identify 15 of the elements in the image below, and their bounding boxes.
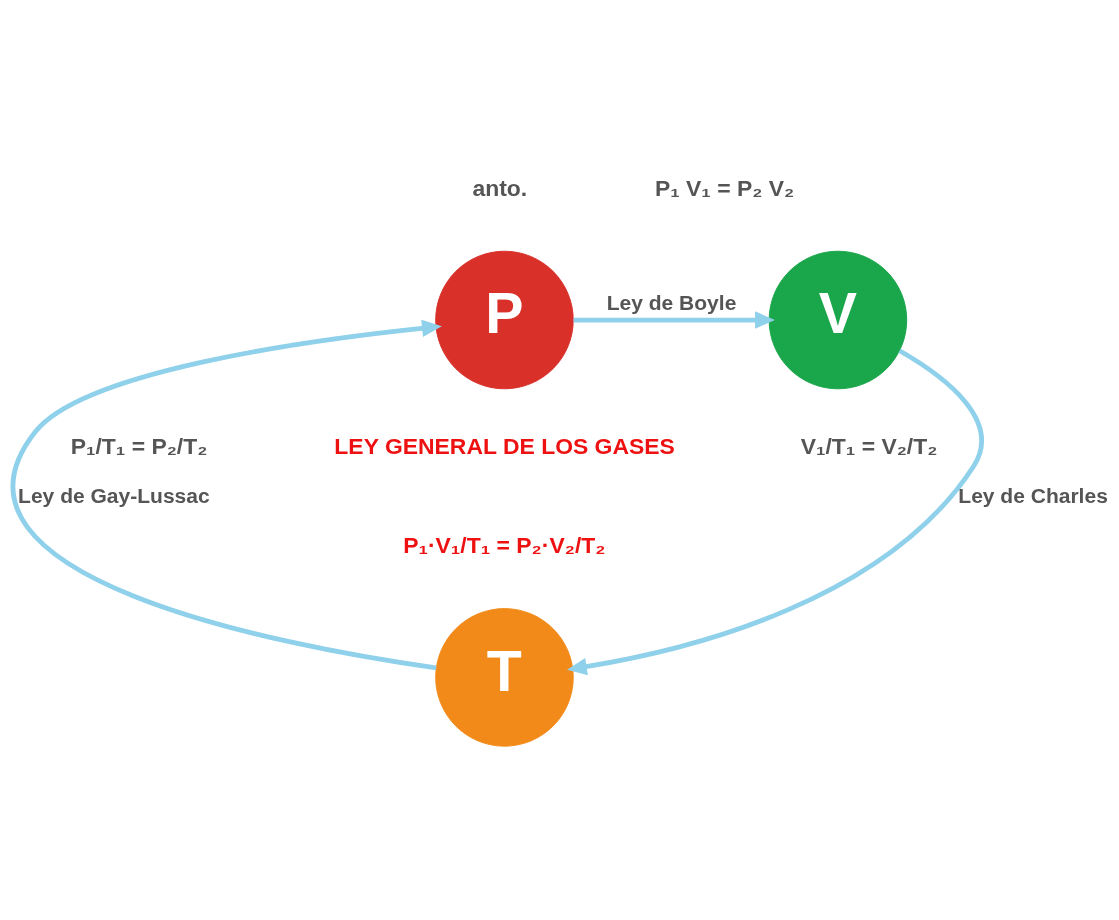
edge-label: Ley de Boyle — [606, 291, 737, 315]
edge-label: Ley de Charles — [958, 484, 1108, 508]
node-circle: T — [435, 608, 574, 747]
arrow — [566, 348, 984, 676]
edge-label: Ley de Gay-Lussac — [18, 484, 210, 508]
label: LEY GENERAL DE LOS GASES — [334, 432, 675, 459]
node-circle: P — [435, 250, 574, 390]
arrow — [12, 319, 442, 671]
arrow — [573, 311, 775, 329]
label: V₁/T₁ = V₂/T₂ — [800, 432, 938, 459]
node-circle: V — [768, 250, 908, 390]
label: P₁·V₁/T₁ = P₂·V₂/T₂ — [403, 532, 606, 559]
label: P₁ V₁ = P₂ V₂ — [654, 174, 795, 201]
label: P₁/T₁ = P₂/T₂ — [70, 432, 208, 459]
label: anto. — [472, 174, 528, 201]
